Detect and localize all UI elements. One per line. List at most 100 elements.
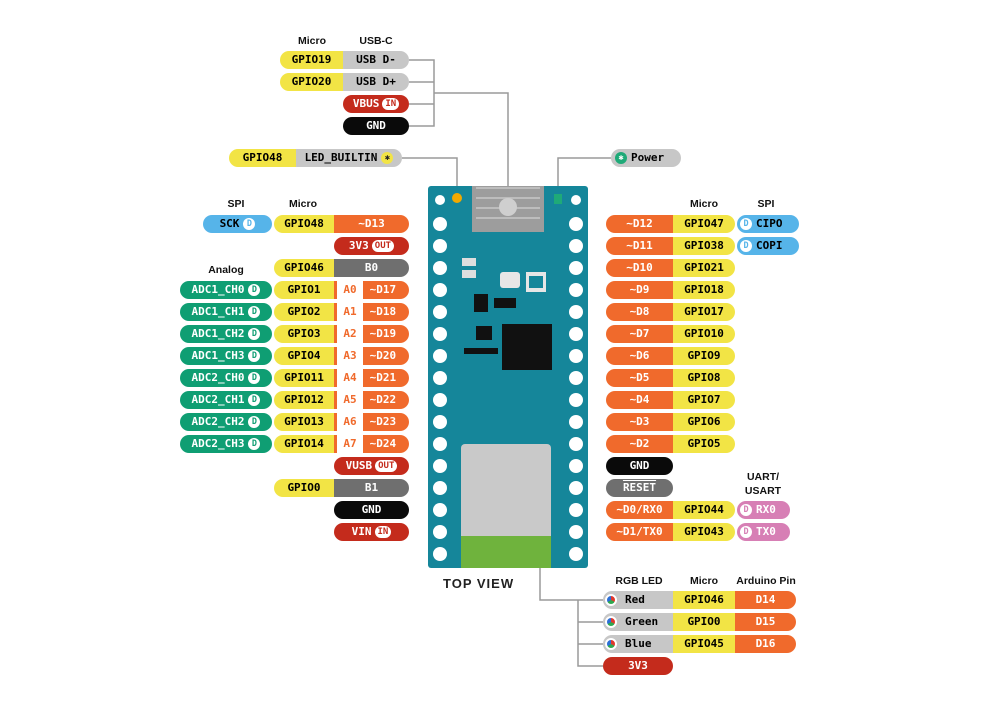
left-pin-d20: A3 ~D20 [334, 347, 409, 365]
out-tag: OUT [375, 460, 398, 472]
right-pin-d3: ~D3 [606, 413, 673, 431]
analog-pin-label: A6 [337, 413, 363, 431]
left-pin-d18: A1 ~D18 [334, 303, 409, 321]
analog-pin-label: A1 [337, 303, 363, 321]
right-pin-d0-rx0: ~D0/RX0 [606, 501, 673, 519]
right-pin-d6: ~D6 [606, 347, 673, 365]
digital-pin-label: ~D19 [369, 327, 397, 340]
rgb-arduino-d16: D16 [735, 635, 796, 653]
header-usb-c: USB-C [359, 35, 393, 47]
digital-icon: D [740, 526, 752, 538]
right-micro-gpio17: GPIO17 [673, 303, 735, 321]
right-pin-d11: ~D11 [606, 237, 673, 255]
digital-icon: D [248, 372, 261, 384]
header-rgb-micro: Micro [689, 575, 719, 587]
power-bulb-icon: ✱ [615, 152, 627, 164]
right-pin-d8: ~D8 [606, 303, 673, 321]
vbus-in-tag: IN [382, 98, 400, 110]
left-micro-gpio11: GPIO11 [274, 369, 334, 387]
right-pin-d1-tx0: ~D1/TX0 [606, 523, 673, 541]
digital-icon: D [740, 218, 752, 230]
right-gnd: GND [606, 457, 673, 475]
usb-dplus: USB D+ [343, 73, 409, 91]
digital-icon: D [248, 350, 261, 362]
right-micro-gpio6: GPIO6 [673, 413, 735, 431]
right-micro-gpio18: GPIO18 [673, 281, 735, 299]
usb-gpio20: GPIO20 [280, 73, 343, 91]
digital-icon: D [248, 306, 261, 318]
analog-label: ADC2_CH1 [191, 393, 245, 406]
header-right-spi: SPI [757, 198, 775, 210]
right-pin-d4: ~D4 [606, 391, 673, 409]
led-builtin-gpio: GPIO48 [229, 149, 296, 167]
bulb-icon: ✱ [381, 152, 394, 164]
right-micro-gpio7: GPIO7 [673, 391, 735, 409]
power-led: ✱ Power [611, 149, 681, 167]
right-spi-cipo: D CIPO [737, 215, 799, 233]
right-pin-d5: ~D5 [606, 369, 673, 387]
header-right-micro: Micro [689, 198, 719, 210]
header-left-micro: Micro [288, 198, 318, 210]
left-micro-gpio12: GPIO12 [274, 391, 334, 409]
power-label: Power [631, 151, 665, 164]
left-pin-d13: ~D13 [334, 215, 409, 233]
right-pin-d10: ~D10 [606, 259, 673, 277]
vusb-label: VUSB [345, 459, 373, 472]
vbus-label: VBUS [352, 97, 380, 110]
cipo-label: CIPO [756, 217, 783, 230]
view-label: TOP VIEW [443, 576, 515, 591]
header-uart-line1: UART/ [746, 471, 780, 483]
rgb-micro-gpio45: GPIO45 [673, 635, 735, 653]
in-tag: IN [374, 526, 392, 538]
rgb-color-label: Green [625, 615, 659, 628]
digital-icon: D [248, 284, 261, 296]
usb-dminus: USB D- [343, 51, 409, 69]
left-micro-gpio1: GPIO1 [274, 281, 334, 299]
rgb-red: Red [603, 591, 673, 609]
left-micro-gpio2: GPIO2 [274, 303, 334, 321]
analog-pin-label: A4 [337, 369, 363, 387]
analog-label: ADC1_CH2 [191, 327, 245, 340]
left-pin-d19: A2 ~D19 [334, 325, 409, 343]
left-pin-d17: A0 ~D17 [334, 281, 409, 299]
digital-icon: D [248, 394, 261, 406]
3v3-label: 3V3 [348, 239, 369, 252]
right-micro-gpio9: GPIO9 [673, 347, 735, 365]
digital-pin-label: ~D23 [369, 415, 397, 428]
digital-pin-label: ~D17 [369, 283, 397, 296]
left-pin-d21: A4 ~D21 [334, 369, 409, 387]
right-micro-gpio44: GPIO44 [673, 501, 735, 519]
header-usb-micro: Micro [297, 35, 327, 47]
right-pin-d7: ~D7 [606, 325, 673, 343]
analog-label: ADC1_CH3 [191, 349, 245, 362]
rgb-led-icon [605, 594, 617, 606]
left-micro-gpio4: GPIO4 [274, 347, 334, 365]
left-pin-b1: B1 [334, 479, 409, 497]
rgb-micro-gpio0: GPIO0 [673, 613, 735, 631]
right-micro-gpio8: GPIO8 [673, 369, 735, 387]
tx0-label: TX0 [756, 525, 776, 538]
right-micro-gpio21: GPIO21 [673, 259, 735, 277]
header-rgb-led: RGB LED [615, 575, 663, 587]
digital-icon: D [243, 218, 256, 230]
board-graphic [428, 176, 588, 568]
analog-pin-label: A5 [337, 391, 363, 409]
usb-gnd: GND [343, 117, 409, 135]
right-micro-gpio47: GPIO47 [673, 215, 735, 233]
digital-icon: D [740, 504, 752, 516]
rgb-micro-gpio46: GPIO46 [673, 591, 735, 609]
left-gnd: GND [334, 501, 409, 519]
rgb-3v3: 3V3 [603, 657, 673, 675]
rgb-color-label: Blue [625, 637, 652, 650]
board [428, 176, 588, 568]
left-pin-d24: A7 ~D24 [334, 435, 409, 453]
digital-pin-label: ~D21 [369, 371, 397, 384]
